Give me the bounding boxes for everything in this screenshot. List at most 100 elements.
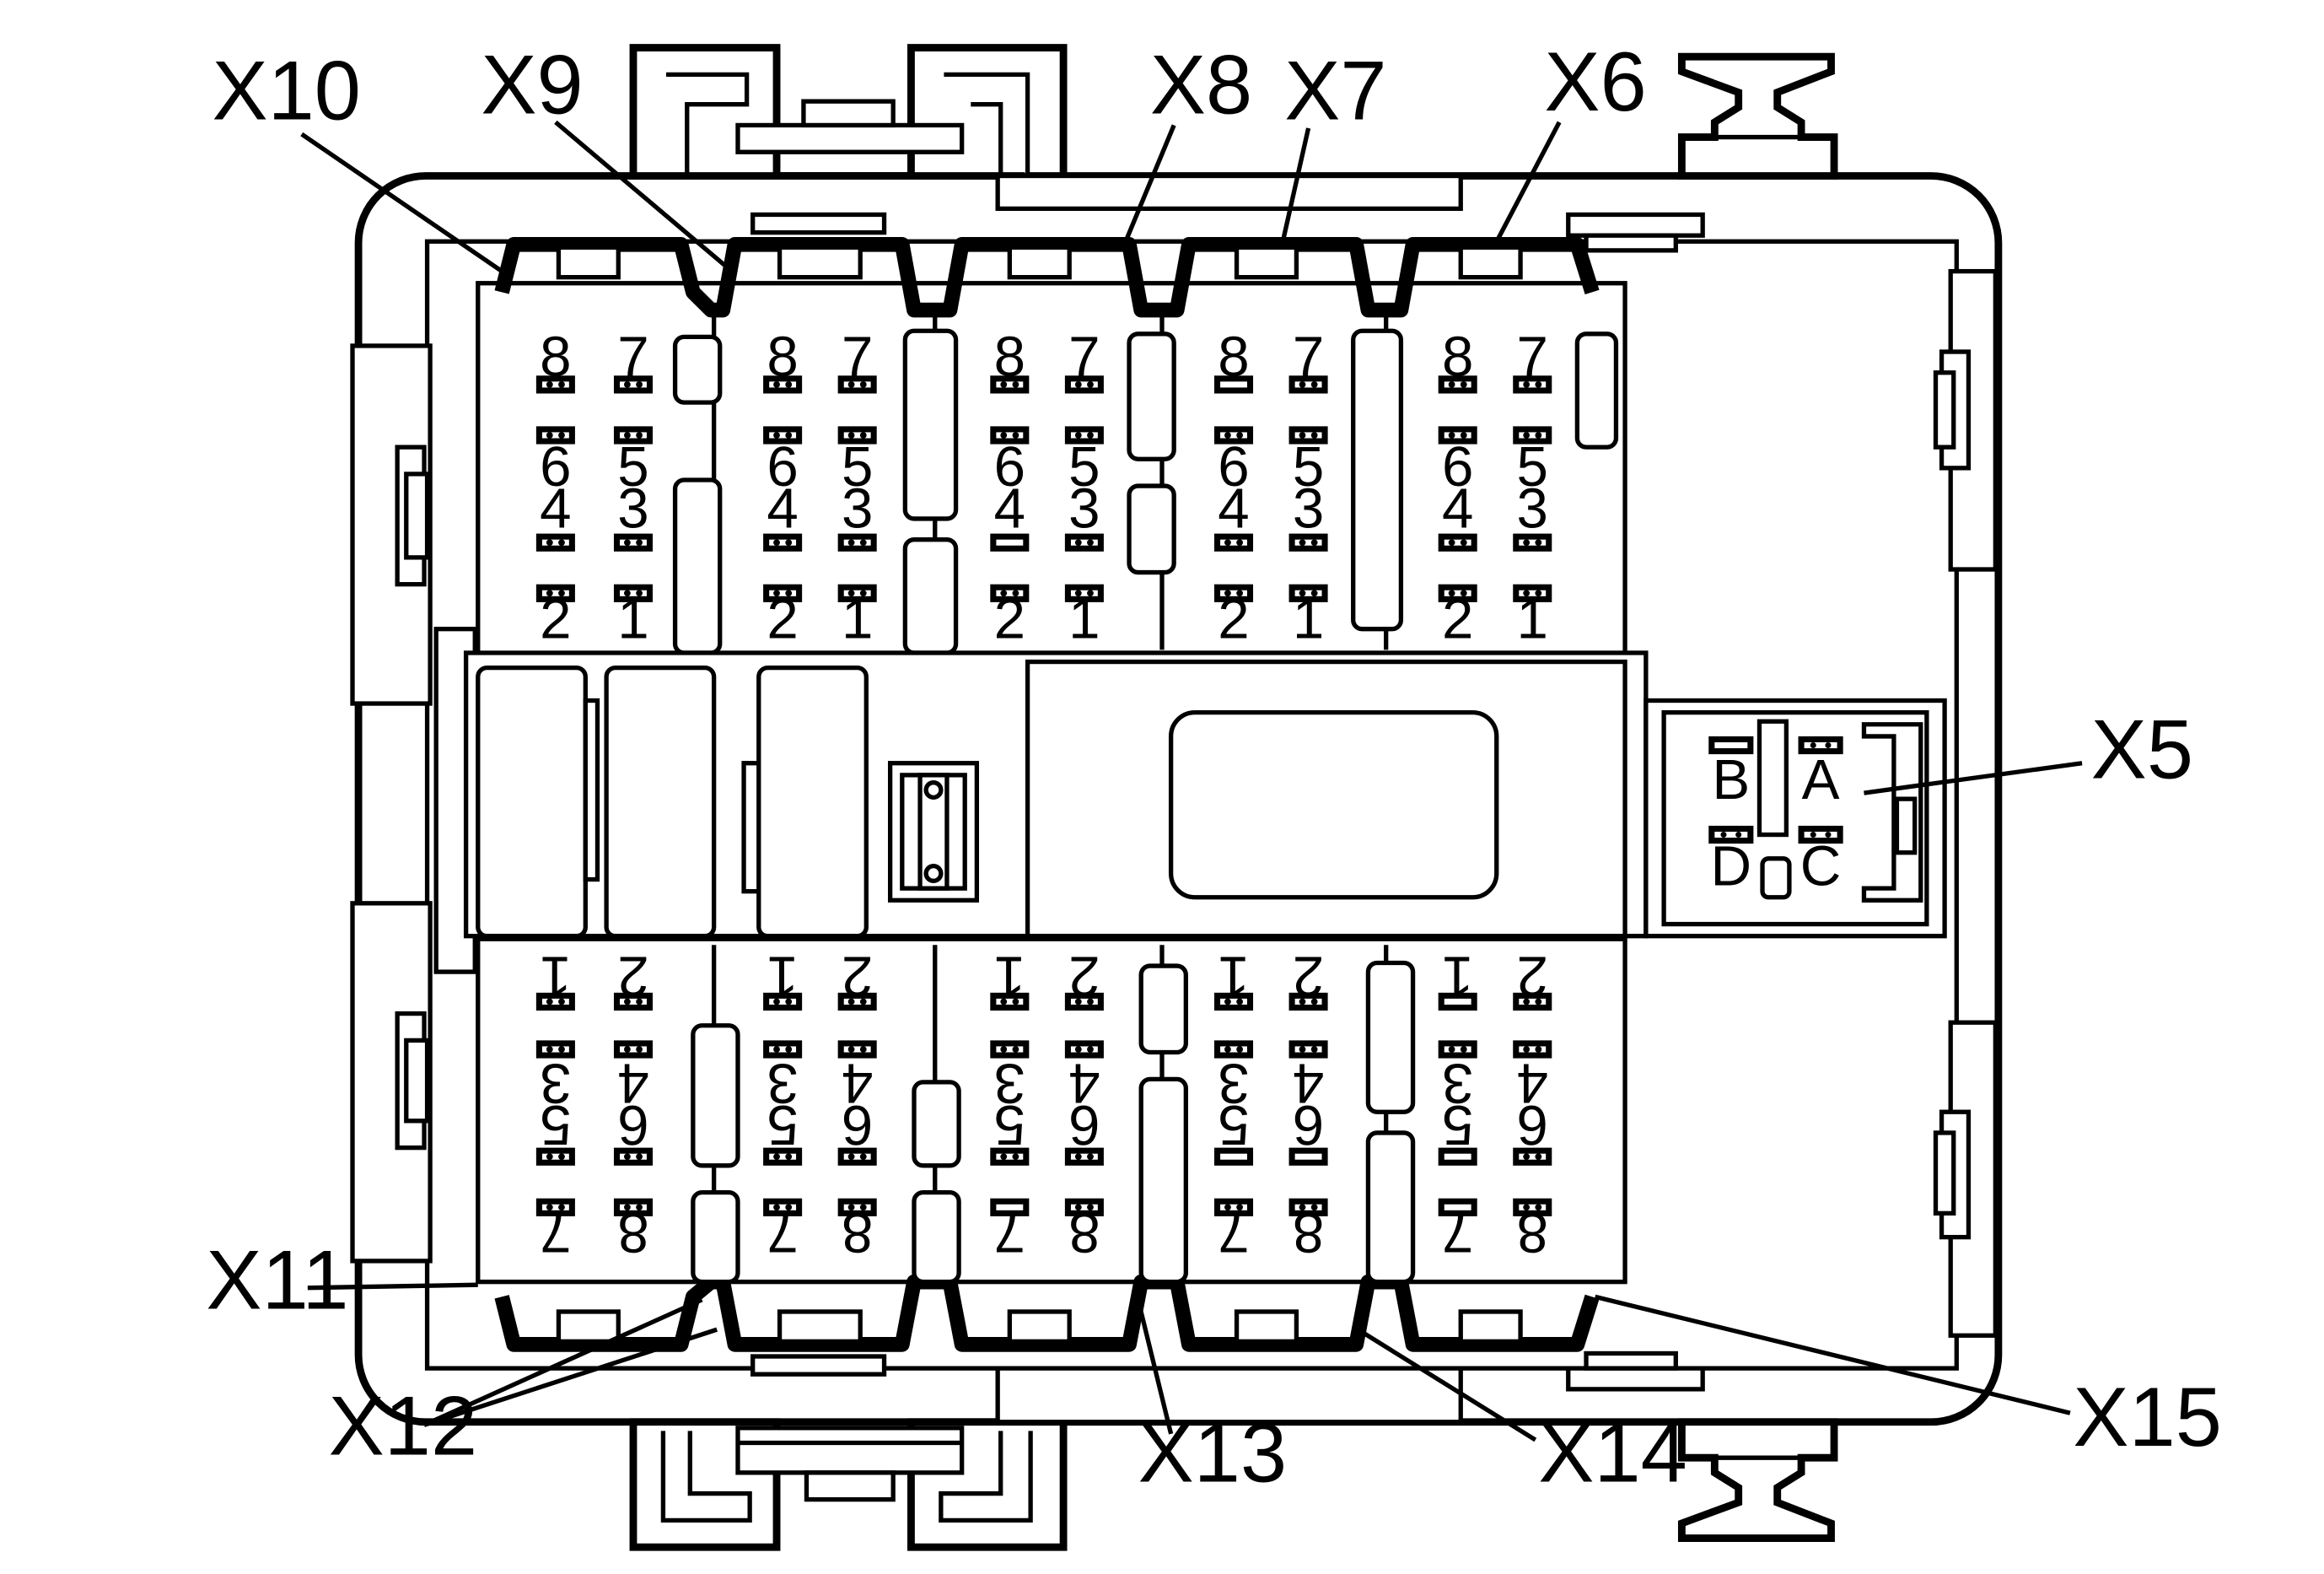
terminal-contact	[847, 998, 855, 1005]
pin-label: 2	[617, 944, 648, 1007]
pin-terminal	[1064, 533, 1104, 552]
pin-terminal	[535, 375, 575, 394]
pin-terminal	[613, 992, 654, 1011]
terminal-contact	[636, 539, 643, 547]
pin-terminal	[1288, 533, 1328, 552]
pin-terminal	[1288, 426, 1328, 445]
terminal-contact	[1224, 590, 1231, 597]
pin-label: 3	[1442, 1052, 1473, 1115]
terminal-contact	[1310, 381, 1318, 388]
pin-label: 6	[767, 435, 798, 499]
pin-terminal	[1513, 584, 1552, 602]
pin-terminal	[837, 1147, 877, 1166]
pin-label: 6	[1068, 1093, 1100, 1156]
bottom-latch	[629, 1366, 1463, 1551]
x5-connector: B A D C	[1643, 698, 1947, 939]
terminal-contact	[558, 432, 565, 439]
pin-label: 1	[1517, 587, 1548, 650]
terminal-contact	[1224, 539, 1231, 547]
pin-label: 1	[994, 944, 1025, 1007]
terminal-contact	[1310, 590, 1318, 597]
terminal-contact	[1087, 1204, 1094, 1211]
pin-terminal	[1213, 1040, 1254, 1059]
terminal-contact	[1087, 590, 1094, 597]
terminal-contact	[1224, 432, 1231, 439]
pin-terminal	[613, 1198, 654, 1216]
terminal-contact	[546, 1153, 553, 1161]
terminal-contact	[1074, 998, 1082, 1005]
terminal-contact	[1310, 1046, 1318, 1053]
terminal-contact	[558, 1153, 565, 1161]
terminal-contact	[546, 998, 553, 1005]
pin-label: 2	[1068, 944, 1100, 1007]
terminal-contact	[859, 998, 867, 1005]
terminal-contact	[1523, 1204, 1531, 1211]
terminal-contact	[773, 1153, 780, 1161]
terminal-contact	[859, 1046, 867, 1053]
terminal-contact	[859, 590, 867, 597]
terminal-contact	[847, 539, 855, 547]
pin-terminal	[1438, 533, 1477, 552]
pin-label: 8	[617, 1200, 648, 1264]
pin-terminal	[1064, 375, 1104, 394]
pin-label: 4	[540, 477, 571, 541]
terminal-contact	[859, 1153, 867, 1161]
terminal-contact	[1074, 1046, 1082, 1053]
pin-label: 7	[1442, 1200, 1473, 1264]
pin-label: 8	[1517, 1200, 1548, 1264]
pin-terminal	[1288, 1147, 1328, 1166]
terminal-contact	[1448, 381, 1455, 388]
pin-label: 1	[767, 944, 798, 1007]
terminal-contact	[558, 998, 565, 1005]
terminal-contact	[1523, 590, 1531, 597]
terminal-contact	[1299, 1046, 1306, 1053]
pin-label: 5	[1517, 435, 1548, 499]
terminal-contact	[1000, 432, 1008, 439]
pin-label: 2	[767, 587, 798, 650]
pin-label: 8	[994, 325, 1025, 388]
terminal-contact	[1087, 381, 1094, 388]
pin-terminal	[763, 375, 803, 394]
terminal-contact	[1523, 1153, 1531, 1161]
pin-label: 7	[1293, 325, 1324, 388]
pin-terminal	[613, 375, 654, 394]
pin-label: 5	[767, 1093, 798, 1156]
lower-connector-row	[476, 936, 1627, 1377]
terminal-contact	[1000, 998, 1008, 1005]
leader-x9	[554, 120, 734, 273]
leader-x12a	[423, 1327, 718, 1427]
terminal-contact	[636, 1204, 643, 1211]
pin-label: 6	[1517, 1093, 1548, 1156]
terminal-contact	[1012, 432, 1019, 439]
terminal-contact	[785, 590, 793, 597]
terminal-contact	[1310, 1204, 1318, 1211]
pin-label: 2	[1442, 587, 1473, 650]
terminal-contact	[1535, 1046, 1542, 1053]
pin-label: 7	[540, 1200, 571, 1264]
pin-terminal	[990, 584, 1030, 602]
pin-terminal	[1213, 1147, 1254, 1166]
terminal-contact	[785, 1046, 793, 1053]
upper-connector-row	[476, 212, 1627, 659]
terminal-contact	[1310, 539, 1318, 547]
terminal-contact	[1299, 432, 1306, 439]
terminal-contact	[1535, 432, 1542, 439]
pin-terminal	[613, 584, 654, 602]
terminal-contact	[1299, 539, 1306, 547]
pin-terminal	[613, 533, 654, 552]
leader-x6	[1491, 121, 1562, 249]
terminal-contact	[1012, 590, 1019, 597]
terminal-contact	[859, 432, 867, 439]
pin-label: 4	[842, 1052, 873, 1115]
pin-label: 6	[1442, 435, 1473, 499]
terminal-contact	[785, 539, 793, 547]
terminal-contact	[546, 590, 553, 597]
terminal-contact	[1523, 998, 1531, 1005]
terminal-contact	[1460, 432, 1467, 439]
pin-label: 6	[540, 435, 571, 499]
terminal-contact	[785, 432, 793, 439]
pin-terminal	[613, 426, 654, 445]
terminal-contact	[1448, 1046, 1455, 1053]
